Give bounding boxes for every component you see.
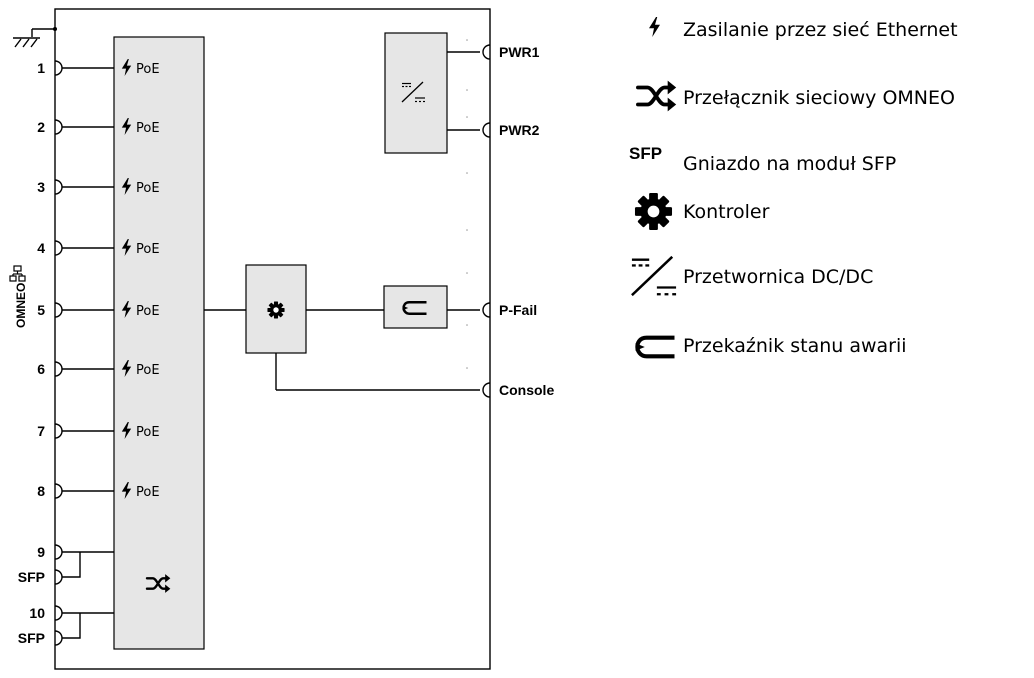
poe-label: PoE bbox=[136, 425, 160, 440]
legend-label: Kontroler bbox=[683, 201, 770, 223]
legend-item: Przełącznik sieciowy OMNEO bbox=[635, 79, 955, 113]
sfp-badge: SFP bbox=[629, 144, 662, 163]
gear-icon bbox=[634, 192, 673, 231]
poe-label: PoE bbox=[136, 242, 160, 257]
port-number: 1 bbox=[37, 60, 45, 76]
relay-block bbox=[383, 285, 448, 329]
poe-label: PoE bbox=[136, 121, 160, 136]
sfp-label: SFP bbox=[18, 630, 45, 646]
lightning-icon bbox=[649, 17, 660, 37]
port-7: 7 PoE bbox=[37, 422, 160, 440]
dc-dc-converter-block bbox=[384, 32, 448, 154]
sfp-label: SFP bbox=[18, 569, 45, 585]
port-number: 8 bbox=[37, 483, 45, 499]
omneo-label: OMNEO bbox=[14, 283, 28, 328]
port-number: 6 bbox=[37, 361, 45, 377]
legend-item: Przekaźnik stanu awarii bbox=[636, 335, 907, 357]
legend: Zasilanie przez sieć EthernetPrzełącznik… bbox=[629, 17, 958, 357]
legend-label: Gniazdo na moduł SFP bbox=[683, 153, 896, 175]
port-3: 3 PoE bbox=[37, 178, 160, 196]
port-4: 4 PoE bbox=[37, 239, 160, 257]
port-2: 2 PoE bbox=[37, 118, 160, 136]
poe-label: PoE bbox=[136, 181, 160, 196]
gear-icon bbox=[267, 301, 285, 319]
port-1: 1 PoE bbox=[37, 59, 160, 77]
port-number: 2 bbox=[37, 119, 45, 135]
legend-label: Zasilanie przez sieć Ethernet bbox=[683, 19, 958, 41]
console-label: Console bbox=[499, 382, 554, 398]
port-number: 9 bbox=[37, 544, 45, 560]
port-number: 4 bbox=[37, 240, 45, 256]
right-connectors bbox=[482, 44, 491, 398]
pwr2-label: PWR2 bbox=[499, 122, 540, 138]
ground-icon bbox=[13, 27, 57, 48]
pfail-label: P-Fail bbox=[499, 302, 537, 318]
dc-dc-converter-icon bbox=[630, 255, 678, 297]
poe-label: PoE bbox=[136, 363, 160, 378]
switch-block bbox=[113, 36, 205, 650]
legend-item: SFP Gniazdo na moduł SFP bbox=[629, 144, 896, 175]
poe-label: PoE bbox=[136, 304, 160, 319]
network-switch-icon bbox=[635, 79, 678, 113]
legend-item: Kontroler bbox=[634, 192, 770, 231]
poe-label: PoE bbox=[136, 62, 160, 77]
port-number: 3 bbox=[37, 179, 45, 195]
port-6: 6 PoE bbox=[37, 360, 160, 378]
port-number: 5 bbox=[37, 302, 45, 318]
device-enclosure bbox=[54, 8, 491, 670]
poe-label: PoE bbox=[136, 485, 160, 500]
port-5: 5 PoE bbox=[37, 301, 160, 319]
port-number: 7 bbox=[37, 423, 45, 439]
relay-icon bbox=[636, 338, 675, 357]
legend-label: Przetwornica DC/DC bbox=[683, 266, 873, 288]
legend-item: Zasilanie przez sieć Ethernet bbox=[649, 17, 958, 41]
network-icon bbox=[9, 265, 26, 282]
port-8: 8 PoE bbox=[37, 482, 160, 500]
legend-label: Przekaźnik stanu awarii bbox=[683, 335, 907, 357]
pwr1-label: PWR1 bbox=[499, 44, 540, 60]
port-number: 10 bbox=[29, 605, 45, 621]
legend-label: Przełącznik sieciowy OMNEO bbox=[683, 87, 955, 109]
legend-item: Przetwornica DC/DC bbox=[630, 255, 873, 297]
